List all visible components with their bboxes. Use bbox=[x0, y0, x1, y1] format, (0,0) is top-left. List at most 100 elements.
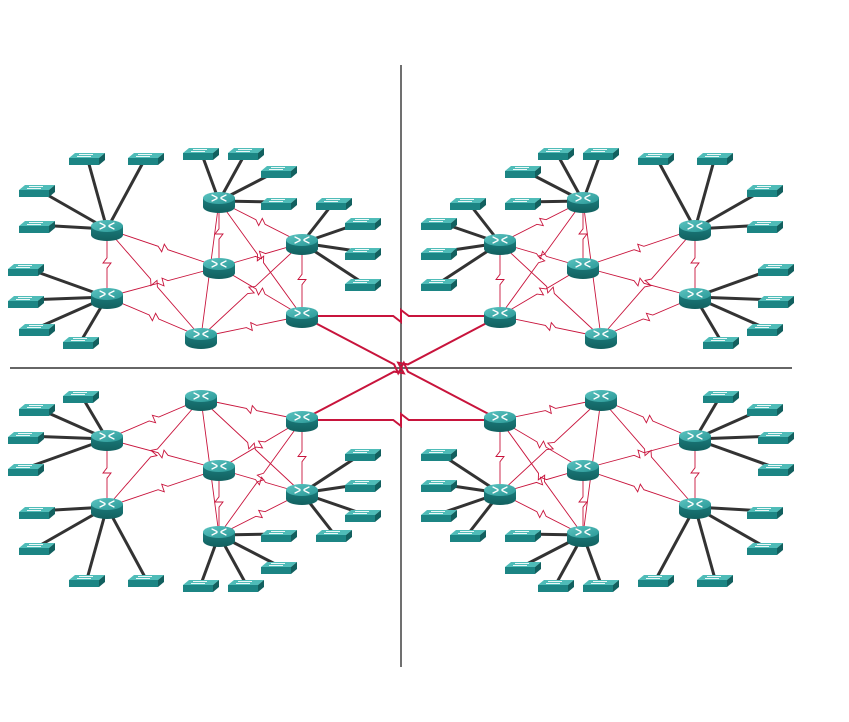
switch-icon bbox=[450, 530, 486, 542]
router-icon bbox=[679, 430, 711, 451]
switch-icon bbox=[19, 543, 55, 555]
router-icon bbox=[203, 258, 235, 279]
wan-link-tr-a2-a1 bbox=[690, 229, 700, 297]
switch-icon bbox=[703, 337, 739, 349]
switch-icon bbox=[69, 153, 105, 165]
switch-icon bbox=[421, 218, 457, 230]
wan-link-br-core-d1 bbox=[499, 419, 584, 470]
switch-icon bbox=[228, 148, 264, 160]
switch-icon bbox=[19, 221, 55, 233]
switch-icon bbox=[505, 562, 541, 574]
wan-link-bl-core-d3 bbox=[297, 420, 307, 493]
router-icon bbox=[203, 460, 235, 481]
switch-icon bbox=[8, 296, 44, 308]
wan-link-tl-c1-d3 bbox=[200, 242, 303, 338]
switch-icon bbox=[747, 543, 783, 555]
switch-icon bbox=[19, 185, 55, 197]
wan-link-tr-c1-a1 bbox=[600, 228, 696, 338]
switch-icon bbox=[183, 148, 219, 160]
wan-link-tr-c1-a2 bbox=[600, 296, 696, 338]
router-icon bbox=[585, 390, 617, 411]
lan-link-br-a1-1 bbox=[654, 506, 697, 580]
router-icon bbox=[185, 390, 217, 411]
backbone-wan-link-3 bbox=[301, 315, 501, 421]
switch-icon bbox=[703, 391, 739, 403]
wan-link-br-core-c1 bbox=[499, 398, 602, 421]
wan-link-br-core-d2 bbox=[499, 419, 584, 536]
router-icon bbox=[203, 526, 235, 547]
switch-icon bbox=[747, 404, 783, 416]
switch-icon bbox=[505, 198, 541, 210]
wan-link-tl-a2-a1 bbox=[102, 229, 112, 297]
switch-icon bbox=[421, 279, 457, 291]
router-icon bbox=[91, 288, 123, 309]
switch-icon bbox=[747, 221, 783, 233]
switch-icon bbox=[345, 449, 381, 461]
wan-link-tr-d1-a2 bbox=[582, 266, 696, 298]
switch-icon bbox=[583, 580, 619, 592]
router-icon bbox=[679, 220, 711, 241]
switch-icon bbox=[261, 198, 297, 210]
switch-icon bbox=[421, 510, 457, 522]
wan-link-tl-core-c1 bbox=[200, 315, 303, 338]
router-icon bbox=[91, 220, 123, 241]
wan-link-tl-d1-a2 bbox=[106, 266, 220, 298]
wan-link-bl-c1-d3 bbox=[200, 398, 303, 494]
router-icon bbox=[185, 328, 217, 349]
switch-icon bbox=[8, 464, 44, 476]
switch-icon bbox=[345, 510, 381, 522]
wan-link-tr-core-d3 bbox=[495, 243, 505, 316]
switch-icon bbox=[19, 404, 55, 416]
lan-link-bl-a1-1 bbox=[105, 506, 148, 580]
wan-link-tl-d1-d2 bbox=[214, 201, 224, 267]
switch-icon bbox=[8, 432, 44, 444]
wan-link-tl-core-d2 bbox=[218, 200, 303, 317]
backbone-wan-link-1 bbox=[302, 411, 500, 429]
wan-link-bl-core-c1 bbox=[200, 398, 303, 421]
wan-link-tl-c1-a2 bbox=[106, 296, 202, 338]
router-icon bbox=[286, 234, 318, 255]
lan-link-bl-a1-0 bbox=[85, 506, 109, 580]
switch-icon bbox=[505, 530, 541, 542]
wan-link-tr-d2-d3 bbox=[499, 200, 584, 244]
wan-link-tr-c1-d3 bbox=[499, 242, 602, 338]
switch-icon bbox=[638, 153, 674, 165]
router-icon bbox=[585, 328, 617, 349]
router-icon bbox=[484, 411, 516, 432]
router-icon bbox=[679, 498, 711, 519]
wan-link-br-c1-a1 bbox=[600, 398, 696, 508]
router-icon bbox=[567, 258, 599, 279]
wan-link-bl-d1-d2 bbox=[214, 469, 224, 535]
switch-icon bbox=[63, 391, 99, 403]
switch-icon bbox=[638, 575, 674, 587]
switch-icon bbox=[183, 580, 219, 592]
router-icon bbox=[567, 526, 599, 547]
switch-icon bbox=[538, 148, 574, 160]
lan-link-tr-a1-0 bbox=[693, 156, 717, 230]
wan-link-br-d1-a2 bbox=[582, 438, 696, 470]
switches bbox=[8, 148, 794, 592]
router-icon bbox=[484, 484, 516, 505]
switch-icon bbox=[345, 218, 381, 230]
switch-icon bbox=[345, 480, 381, 492]
wan-link-br-d1-d3 bbox=[499, 468, 584, 494]
switch-icon bbox=[747, 185, 783, 197]
lan-link-br-a1-0 bbox=[693, 506, 717, 580]
wan-link-bl-d1-a1 bbox=[106, 468, 220, 508]
router-icon bbox=[91, 430, 123, 451]
router-icon bbox=[567, 192, 599, 213]
router-icon bbox=[286, 484, 318, 505]
wan-link-tl-d1-a1 bbox=[106, 228, 220, 268]
switch-icon bbox=[450, 198, 486, 210]
switch-icon bbox=[747, 507, 783, 519]
wan-link-bl-a2-a1 bbox=[102, 439, 112, 507]
wan-links bbox=[102, 200, 700, 536]
switch-icon bbox=[19, 324, 55, 336]
switch-icon bbox=[316, 530, 352, 542]
router-icon bbox=[484, 307, 516, 328]
switch-icon bbox=[421, 480, 457, 492]
wan-link-bl-core-d2 bbox=[218, 419, 303, 536]
wan-link-bl-c1-a1 bbox=[106, 398, 202, 508]
wan-link-tr-d1-d2 bbox=[578, 201, 588, 267]
